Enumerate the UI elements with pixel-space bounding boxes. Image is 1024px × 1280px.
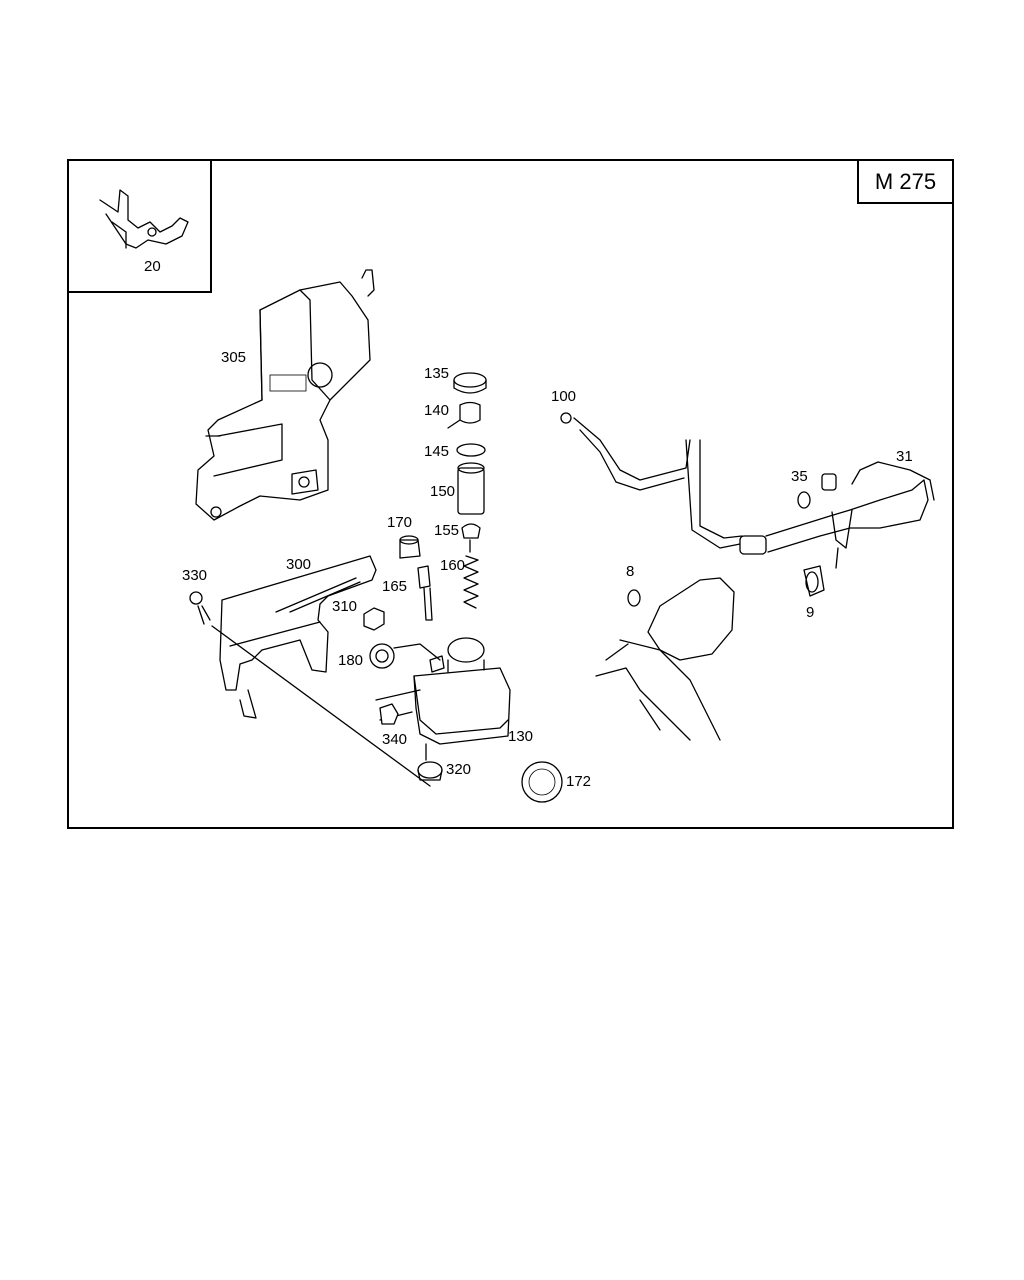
nut-part-310 (363, 607, 385, 631)
hose-lines (560, 412, 935, 569)
model-label-box: M 275 (857, 159, 954, 204)
callout-135: 135 (424, 365, 450, 382)
bracket-part-305 (195, 269, 375, 521)
callout-305: 305 (221, 349, 247, 366)
cap-part-170 (399, 535, 421, 559)
filter-stack (447, 372, 487, 609)
callout-155: 155 (434, 522, 460, 539)
callout-8: 8 (626, 563, 635, 580)
callout-170: 170 (387, 514, 413, 531)
callout-31: 31 (896, 448, 913, 465)
callout-100: 100 (551, 388, 577, 405)
callout-300: 300 (286, 556, 312, 573)
callout-172: 172 (566, 773, 592, 790)
base-bracket-part-300 (189, 555, 431, 787)
callout-330: 330 (182, 567, 208, 584)
callout-150: 150 (430, 483, 456, 500)
label-decal-part-172 (521, 761, 563, 803)
callout-20: 20 (144, 258, 161, 275)
clip-part-20 (99, 189, 189, 249)
callout-180: 180 (338, 652, 364, 669)
grommet-part-320 (417, 761, 443, 781)
callout-310: 310 (332, 598, 358, 615)
callout-130: 130 (508, 728, 534, 745)
callout-340: 340 (382, 731, 408, 748)
callout-35: 35 (791, 468, 808, 485)
steering-gear (595, 565, 825, 741)
model-label: M 275 (874, 168, 937, 194)
callout-9: 9 (806, 604, 815, 621)
reservoir-part-130 (375, 637, 511, 761)
nut-part-340 (379, 703, 399, 725)
grommet-part-180 (369, 643, 441, 669)
callout-160: 160 (440, 557, 466, 574)
callout-145: 145 (424, 443, 450, 460)
dipstick-part-165 (417, 565, 433, 621)
callout-320: 320 (446, 761, 472, 778)
diagram-frame (67, 159, 954, 829)
inset-box-part-20 (67, 159, 212, 293)
callout-140: 140 (424, 402, 450, 419)
callout-165: 165 (382, 578, 408, 595)
